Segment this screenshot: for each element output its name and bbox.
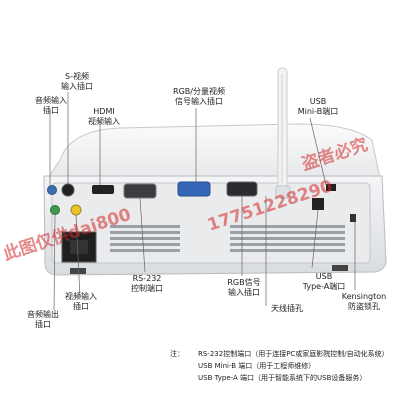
notes-line-3: USB Type-A 端口（用于智能系统下的USB设备服务） — [198, 374, 367, 382]
usb-mini-b-port — [326, 184, 336, 191]
label-usb-mini-b: USB Mini-B端口 — [297, 97, 339, 116]
label-audio-out: 音频输出 插口 — [27, 310, 59, 329]
vent-grille-left — [110, 225, 180, 252]
usb-type-a-port — [312, 198, 324, 210]
rgb-component-port — [177, 181, 211, 197]
projector-top — [47, 123, 381, 179]
notes-prefix: 注： — [170, 350, 184, 358]
audio-in-jack — [47, 185, 57, 195]
label-svideo-in: S-视频 输入插口 — [61, 72, 93, 91]
label-video-in: 视频输入 插口 — [65, 292, 97, 311]
label-usb-type-a: USB Type-A端口 — [302, 272, 346, 291]
kensington-slot — [350, 214, 356, 222]
label-rgb-component-in: RGB/分量视频 信号输入插口 — [173, 87, 225, 106]
notes-line-1: RS-232控制端口（用于连接PC或家庭影院控制/自动化系统） — [198, 350, 389, 358]
label-rgb-in: RGB信号 输入插口 — [227, 278, 261, 297]
leader-lines — [49, 92, 356, 311]
video-in-jack — [70, 204, 82, 216]
svideo-jack — [61, 183, 75, 197]
rs232-port — [123, 183, 157, 199]
hdmi-port — [92, 185, 114, 194]
audio-out-jack — [50, 205, 60, 215]
label-hdmi-in: HDMI 视频输入 — [88, 107, 120, 126]
label-audio-in: 音频输入 插口 — [35, 96, 67, 115]
label-antenna: 天线插孔 — [271, 304, 303, 313]
rgb-in-port — [226, 181, 258, 197]
label-kensington: Kensington 防盗锁孔 — [341, 292, 387, 311]
label-rs232: RS-232 控制端口 — [131, 274, 163, 293]
vent-grille-right — [230, 225, 345, 252]
notes-line-2: USB Mini-B 端口（用于工程师维修） — [198, 362, 316, 370]
